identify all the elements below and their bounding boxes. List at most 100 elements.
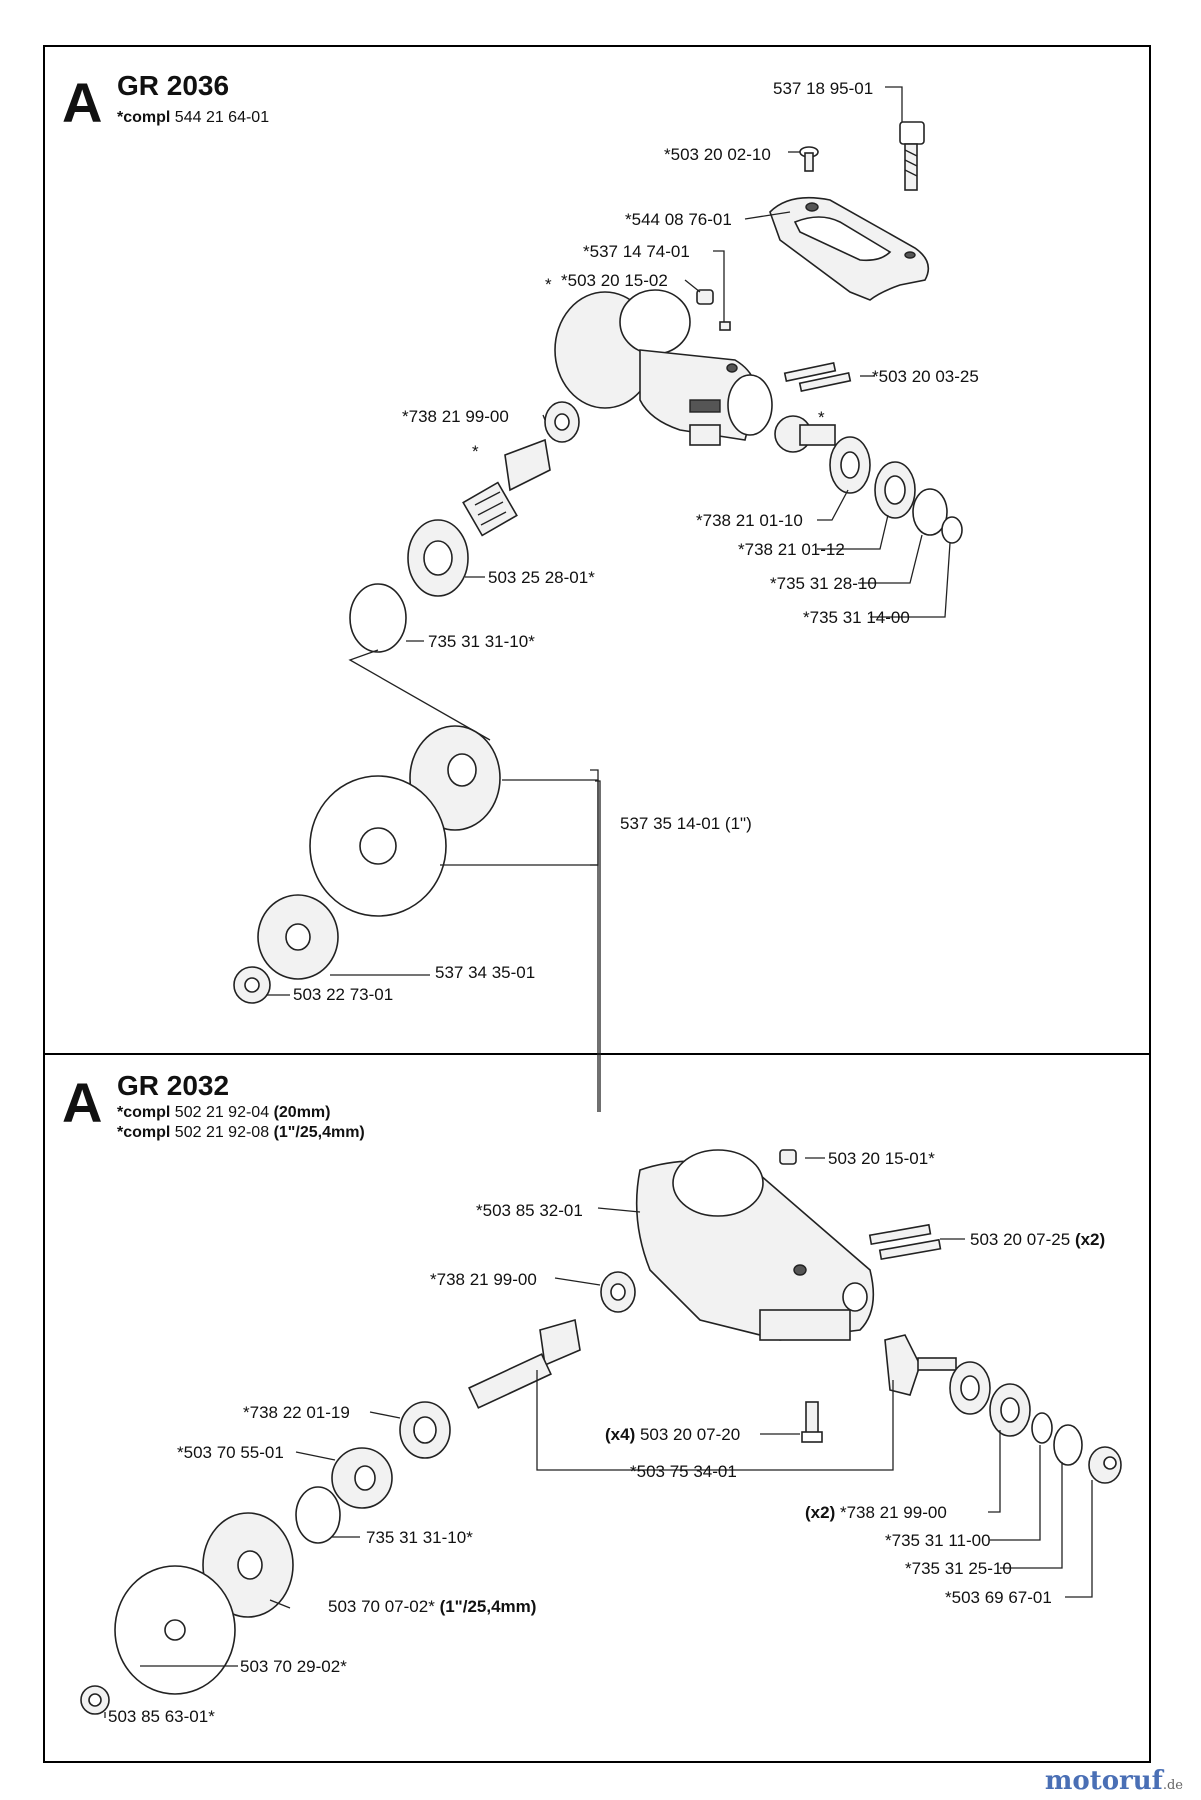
label-503-20-15-01: 503 20 15-01* bbox=[828, 1149, 935, 1168]
bracket-537-35-14-01 bbox=[590, 769, 599, 866]
label-503-20-15-02: *503 20 15-02 bbox=[561, 271, 668, 290]
label-quantity: (x2) bbox=[1075, 1230, 1105, 1249]
circlip-part bbox=[912, 488, 948, 536]
label-738-21-99-00-x2: (x2) *738 21 99-00 bbox=[805, 1503, 947, 1522]
clamp-bracket-part bbox=[769, 196, 930, 301]
label-738-21-01-10: *738 21 01-10 bbox=[696, 511, 803, 530]
label-738-21-99-00-2: *738 21 99-00 bbox=[430, 1270, 537, 1289]
label-738-22-01-19: *738 22 01-19 bbox=[243, 1403, 350, 1422]
bearing-2a-part bbox=[949, 1361, 991, 1415]
guard-washer-2-part bbox=[114, 1565, 236, 1695]
clamp-bolt-part bbox=[899, 121, 925, 191]
label-part-number: *738 21 99-00 bbox=[840, 1503, 947, 1522]
label-star-housing: * bbox=[545, 275, 552, 294]
compl-prefix: *compl bbox=[117, 1104, 171, 1121]
bearing-2-part bbox=[600, 1271, 636, 1313]
watermark-brand: motoruf bbox=[1044, 1766, 1163, 1796]
housing-bolts-2-part bbox=[868, 1223, 942, 1261]
plug-screw-2-part bbox=[779, 1149, 797, 1165]
circlip-2c-part bbox=[295, 1486, 341, 1544]
plug-screw-part bbox=[696, 289, 714, 305]
gear-housing-2-part bbox=[635, 1149, 875, 1341]
label-544-08-76-01: *544 08 76-01 bbox=[625, 210, 732, 229]
bevel-gear-2-part bbox=[884, 1334, 957, 1396]
support-flange-2-part bbox=[202, 1512, 294, 1618]
pin-part bbox=[719, 321, 731, 331]
bearing-b-part bbox=[874, 461, 916, 519]
label-503-70-29-02: 503 70 29-02* bbox=[240, 1657, 347, 1676]
section-gr2032-letter: A bbox=[62, 1071, 103, 1134]
compl-number: 502 21 92-08 bbox=[174, 1124, 270, 1141]
bearing-2b-part bbox=[989, 1383, 1031, 1437]
label-part-number: 503 20 07-20 bbox=[640, 1425, 740, 1444]
label-503-85-32-01: *503 85 32-01 bbox=[476, 1201, 583, 1220]
label-part-number: 503 70 07-02* bbox=[328, 1597, 435, 1616]
label-503-75-34-01: *503 75 34-01 bbox=[630, 1462, 737, 1481]
label-735-31-31-10-2: 735 31 31-10* bbox=[366, 1528, 473, 1547]
nut-part bbox=[233, 966, 271, 1004]
bearing-small-part bbox=[544, 401, 580, 443]
label-503-85-63-01: 503 85 63-01* bbox=[108, 1707, 215, 1726]
label-537-34-35-01: 537 34 35-01 bbox=[435, 963, 535, 982]
label-503-20-07-20: (x4) 503 20 07-20 bbox=[605, 1425, 740, 1444]
seal-2-part bbox=[399, 1401, 451, 1459]
compl-size: (20mm) bbox=[273, 1104, 331, 1121]
guard-washer-part bbox=[309, 775, 447, 917]
label-738-21-01-12: *738 21 01-12 bbox=[738, 540, 845, 559]
compl-size: (1"/25,4mm) bbox=[273, 1124, 365, 1141]
label-503-20-07-25: 503 20 07-25 (x2) bbox=[970, 1230, 1105, 1249]
label-star-pinion: * bbox=[472, 442, 479, 461]
label-735-31-11-00: *735 31 11-00 bbox=[885, 1531, 991, 1550]
label-537-14-74-01: *537 14 74-01 bbox=[583, 242, 690, 261]
section-gr2036-title: GR 2036 bbox=[117, 70, 230, 101]
label-quantity: (x4) bbox=[605, 1425, 635, 1444]
compl-number: 502 21 92-04 bbox=[174, 1104, 270, 1121]
compl-prefix: *compl bbox=[117, 109, 171, 126]
plate-2-part bbox=[331, 1447, 393, 1509]
circlip-2b-part bbox=[1053, 1424, 1083, 1466]
label-735-31-28-10: *735 31 28-10 bbox=[770, 574, 877, 593]
thrust-sleeve-part bbox=[257, 894, 339, 980]
section-gr2036-letter: A bbox=[62, 71, 103, 134]
watermark-logo: motoruf.de bbox=[1045, 1766, 1183, 1796]
leader-lines-section-2 bbox=[104, 1157, 1093, 1718]
label-537-35-14-01: 537 35 14-01 (1") bbox=[620, 814, 752, 833]
leader-lines-section-1 bbox=[266, 86, 951, 1112]
watermark-suffix: .de bbox=[1162, 1778, 1183, 1793]
label-537-18-95-01: 537 18 95-01 bbox=[773, 79, 873, 98]
circlip-2a-part bbox=[1031, 1412, 1053, 1444]
circlip-lower-part bbox=[349, 583, 407, 653]
snap-ring-part bbox=[941, 516, 963, 544]
label-503-70-07-02: 503 70 07-02* (1"/25,4mm) bbox=[328, 1597, 536, 1616]
gear-housing-part bbox=[554, 289, 773, 446]
section-gr2032-compl-2: *compl 502 21 92-08 (1"/25,4mm) bbox=[117, 1125, 365, 1141]
output-shaft-part bbox=[774, 415, 836, 453]
label-503-22-73-01: 503 22 73-01 bbox=[293, 985, 393, 1004]
bevel-pinion-2-part bbox=[468, 1318, 581, 1409]
assembly-axis-line bbox=[348, 649, 491, 741]
label-part-number: 503 20 07-25 bbox=[970, 1230, 1070, 1249]
nut-2-part bbox=[1088, 1446, 1122, 1484]
compl-prefix: *compl bbox=[117, 1124, 171, 1141]
label-735-31-25-10: *735 31 25-10 bbox=[905, 1559, 1012, 1578]
section-gr2032-title: GR 2032 bbox=[117, 1070, 230, 1101]
label-503-20-03-25: *503 20 03-25 bbox=[872, 367, 979, 386]
label-738-21-99-00: *738 21 99-00 bbox=[402, 407, 509, 426]
bearing-large-part bbox=[407, 519, 469, 597]
label-503-25-28-01: 503 25 28-01* bbox=[488, 568, 595, 587]
label-735-31-31-10: 735 31 31-10* bbox=[428, 632, 535, 651]
label-503-69-67-01: *503 69 67-01 bbox=[945, 1588, 1052, 1607]
label-quantity: (x2) bbox=[805, 1503, 835, 1522]
bearing-a-part bbox=[829, 436, 871, 494]
nut-2b-part bbox=[80, 1685, 110, 1715]
label-size: (1"/25,4mm) bbox=[440, 1597, 537, 1616]
screw-2-part bbox=[801, 1401, 823, 1443]
section-gr2032-frame bbox=[43, 1053, 1151, 1763]
compl-number: 544 21 64-01 bbox=[174, 109, 270, 126]
section-gr2032-compl-1: *compl 502 21 92-04 (20mm) bbox=[117, 1105, 330, 1121]
section-gr2036-compl: *compl 544 21 64-01 bbox=[117, 110, 269, 126]
housing-bolts-part bbox=[783, 361, 852, 393]
label-503-70-55-01: *503 70 55-01 bbox=[177, 1443, 284, 1462]
label-star-shaft: * bbox=[818, 408, 825, 427]
